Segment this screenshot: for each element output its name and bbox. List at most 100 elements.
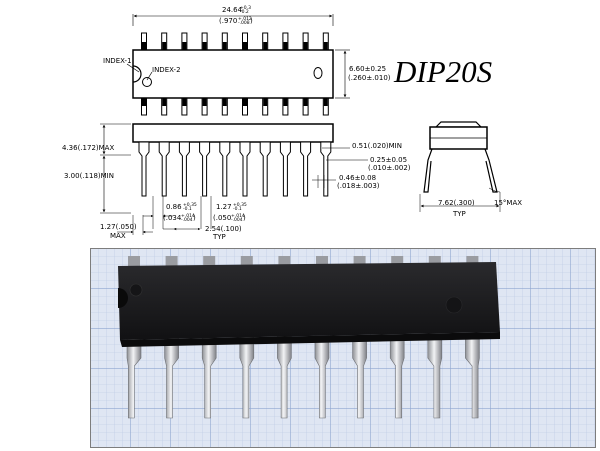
shoulder2-in: (.050 xyxy=(213,214,231,222)
index-dot xyxy=(142,77,152,87)
index2-label: INDEX-2 xyxy=(152,66,181,74)
side-pin xyxy=(259,141,271,197)
shoulder-in-close: ) xyxy=(193,214,196,222)
top-pin-upper-fill xyxy=(142,42,146,50)
standoff-min: 0.51(.020)MIN xyxy=(352,142,402,150)
side-view: 4.36(.172)MAX 3.00(.118)MIN 0.51(.020)MI… xyxy=(62,123,411,241)
index2-leader xyxy=(146,71,153,81)
photo-pin xyxy=(314,335,330,419)
photo-chip-edge xyxy=(120,332,500,347)
photo-index-dot xyxy=(129,283,143,297)
shoulder2-tol-minus: -0.1 xyxy=(233,206,242,212)
top-pin-lower-fill xyxy=(222,98,227,106)
top-pin-lower-fill xyxy=(303,98,308,106)
top-pin-upper-fill xyxy=(243,42,247,50)
photo-pin-back xyxy=(240,256,253,266)
photo-border xyxy=(90,248,596,448)
side-pin xyxy=(219,141,231,197)
pitch-dim: 2.54(.100) xyxy=(205,225,242,233)
length-dim: 24.64 xyxy=(222,6,243,14)
top-pin-upper-fill xyxy=(182,42,187,50)
shoulder2-in-tol-plus: +.014 xyxy=(231,213,245,219)
index-notch xyxy=(132,65,142,83)
photo-pins xyxy=(126,256,480,419)
top-pin-upper-fill xyxy=(263,42,268,50)
length-in: (.970 xyxy=(219,17,237,25)
photo-pin-back xyxy=(165,256,178,266)
ejector-mark xyxy=(313,67,323,79)
shoulder-dim: 0.86 xyxy=(166,203,182,211)
photo-pin xyxy=(389,335,405,419)
photo-ejector-mark xyxy=(445,296,463,314)
side-view-body xyxy=(132,123,334,143)
photo-pin xyxy=(352,335,367,419)
shoulder2-in-close: ) xyxy=(243,214,246,222)
side-pin xyxy=(138,141,150,197)
top-pin-lower-fill xyxy=(323,98,328,106)
shoulder-in-tol-plus: +.014 xyxy=(181,213,195,219)
row-typ: TYP xyxy=(452,210,466,218)
length-tol-minus: -0.2 xyxy=(240,9,249,15)
shoulder-in: (.034 xyxy=(163,214,182,222)
top-view-body xyxy=(132,49,334,99)
length-in-close: ) xyxy=(250,17,253,25)
top-view-upper-pins xyxy=(141,32,329,51)
length-tol-plus: +0.3 xyxy=(240,5,251,11)
photo-pin xyxy=(427,335,443,419)
shoulder2-in-tol-minus: -.004 xyxy=(231,217,243,223)
photo-pin-back xyxy=(466,256,479,266)
top-pin-upper-fill xyxy=(303,42,308,50)
top-view-lower-pins xyxy=(141,97,329,116)
side-pin xyxy=(239,141,251,197)
length-in-tol-minus: -.008 xyxy=(238,20,250,26)
package-title: DIP20S xyxy=(393,54,492,89)
photo-pin-back xyxy=(128,256,140,266)
photo-chip-body xyxy=(118,262,500,340)
end-max: MAX xyxy=(110,232,126,240)
side-pin xyxy=(320,141,332,197)
top-pin-upper-fill xyxy=(283,42,288,50)
top-pin-lower-fill xyxy=(202,98,207,106)
side-view-pins xyxy=(138,141,332,197)
end-view: 7.62(.300) TYP 15°MAX xyxy=(419,121,522,218)
chip-photo xyxy=(90,248,596,448)
shoulder-tol-minus: -0.1 xyxy=(183,206,192,212)
side-pin xyxy=(300,141,312,197)
photo-pin-back xyxy=(353,256,366,266)
side-pin xyxy=(178,141,190,197)
angle-arc xyxy=(488,187,501,193)
width-dim: 6.60±0.25 xyxy=(349,65,386,73)
shoulder2-dim: 1.27 xyxy=(216,203,232,211)
top-pin-lower-fill xyxy=(263,98,268,106)
top-pin-upper-fill xyxy=(162,42,167,50)
photo-pin-back xyxy=(278,256,291,266)
lead-width-in: (.018±.003) xyxy=(337,182,380,190)
photo-pin-back xyxy=(203,256,216,266)
side-pin xyxy=(279,141,291,197)
top-pin-upper-fill xyxy=(222,42,227,50)
photo-pin-back xyxy=(428,256,441,266)
lead-thick: 0.25±0.05 xyxy=(370,156,407,164)
photo-pin-back xyxy=(316,256,328,266)
top-pin-lower-fill xyxy=(283,98,288,106)
lead-width: 0.46±0.08 xyxy=(339,174,376,182)
top-pin-lower-fill xyxy=(243,98,247,106)
end-view-right-lead xyxy=(484,148,498,193)
length-in-tol-plus: +.012 xyxy=(238,16,252,22)
end-view-left-lead xyxy=(423,148,433,193)
index1-label: INDEX-1 xyxy=(103,57,132,65)
photo-pin xyxy=(465,335,480,419)
top-pin-lower-fill xyxy=(162,98,167,106)
lead-thick-in: (.010±.002) xyxy=(368,164,411,172)
photo-pin-back xyxy=(391,256,404,266)
top-pin-lower-fill xyxy=(182,98,187,106)
pitch-typ: TYP xyxy=(212,233,226,241)
side-pin xyxy=(158,141,170,197)
top-pin-upper-fill xyxy=(323,42,328,50)
angle: 15°MAX xyxy=(494,199,522,207)
top-view: INDEX-1 INDEX-2 24.64 +0.3 -0.2 (.970 +.… xyxy=(103,5,391,116)
top-pin-lower-fill xyxy=(142,98,146,106)
width-in: (.260±.010) xyxy=(348,74,391,82)
side-pin xyxy=(199,141,211,197)
